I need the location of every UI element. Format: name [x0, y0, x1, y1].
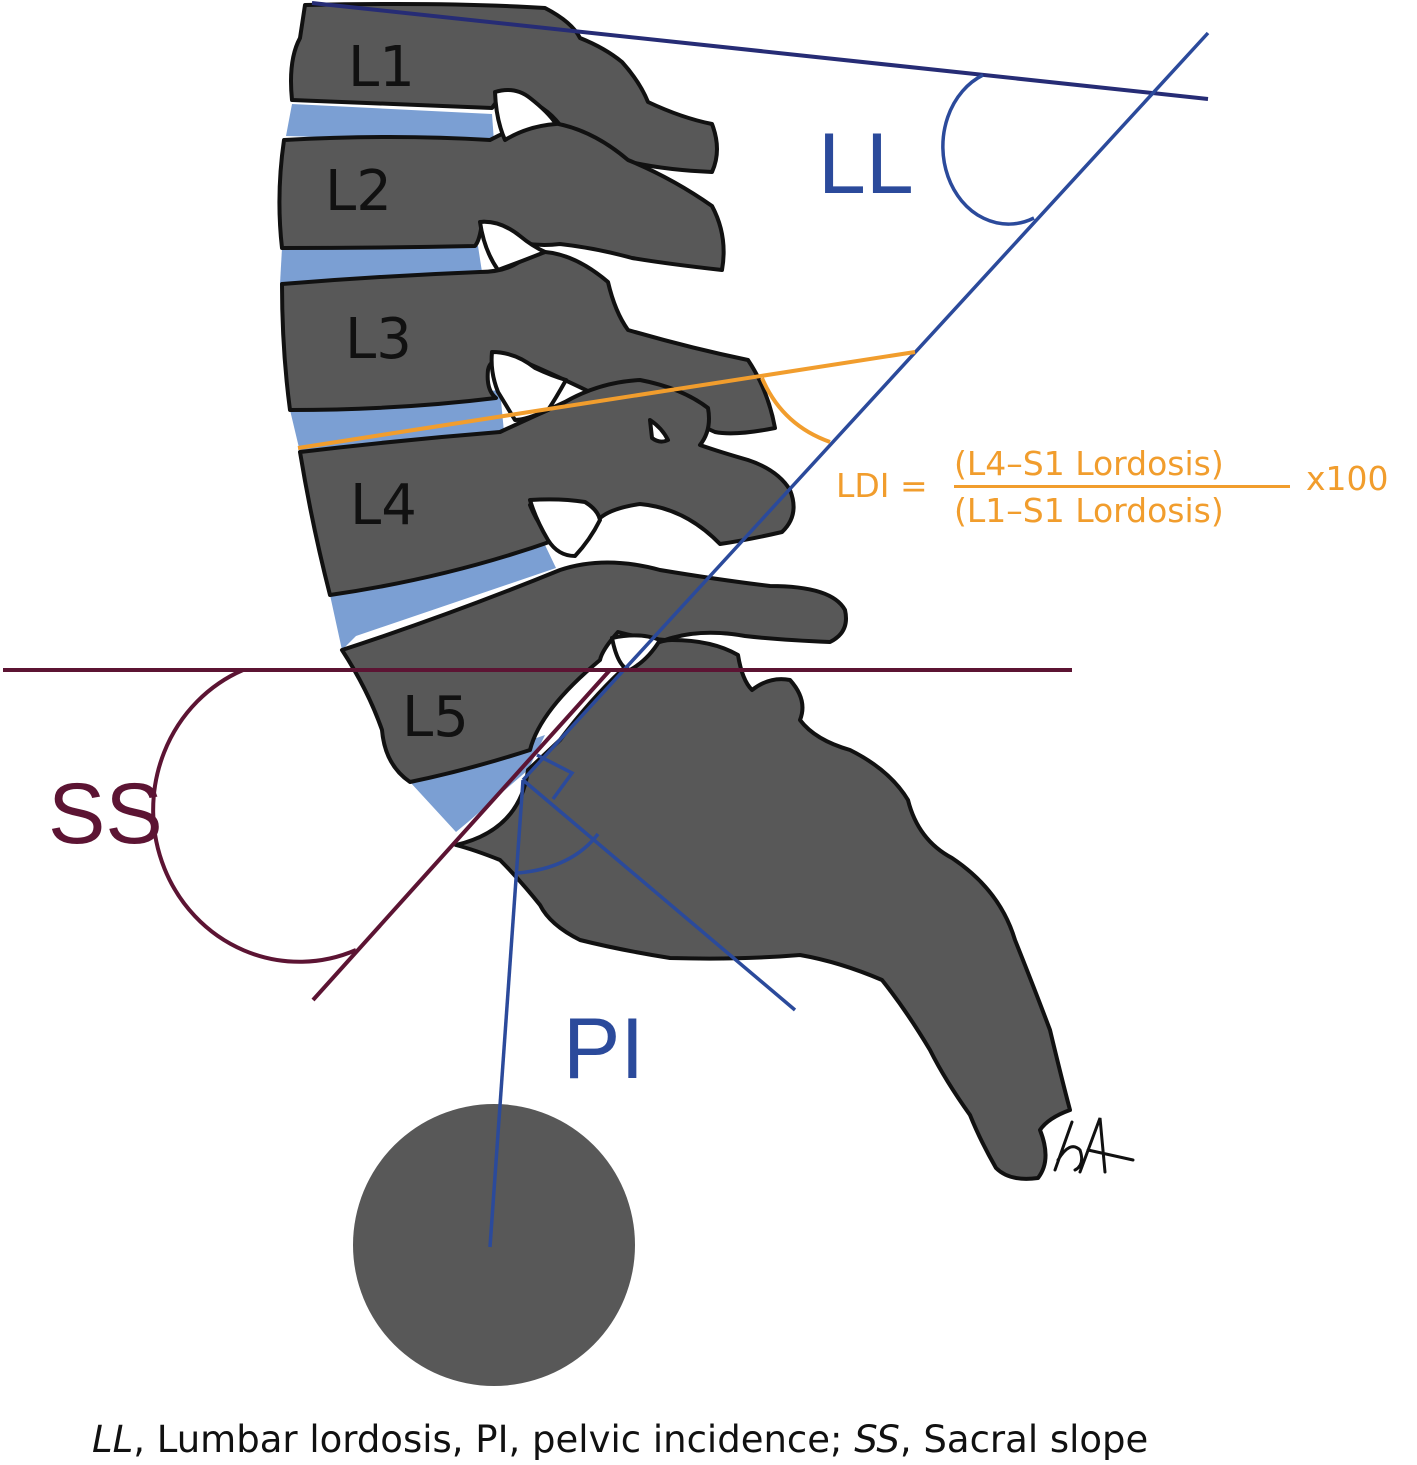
vertebrae [277, 2, 1072, 1181]
disc-l1-l2 [286, 104, 494, 142]
pi-angle-arc [517, 832, 600, 875]
artist-signature [1053, 1117, 1135, 1174]
vertebra-l5 [340, 560, 848, 784]
foramina [478, 88, 670, 672]
caption-ss-text: , Sacral slope [900, 1418, 1148, 1461]
femoral-head [353, 1104, 635, 1386]
sacral-slope-lines [3, 668, 1072, 1002]
disc-l4-l5 [330, 545, 556, 650]
caption-ll-text: , Lumbar lordosis, PI, pelvic incidence; [133, 1418, 854, 1461]
intervertebral-discs [280, 104, 556, 832]
pelvic-incidence-lines [488, 753, 797, 1248]
lumbar-lordosis-lines [311, 1, 1210, 782]
caption-ss-abbr: SS [854, 1418, 900, 1461]
foramen-l1-l2 [493, 88, 558, 142]
foramen-l2-l3 [478, 219, 547, 272]
label-l1: L1 [348, 35, 415, 100]
sacrum [454, 638, 1072, 1181]
label-l2: L2 [325, 159, 392, 224]
formula-lhs: LDI = [836, 466, 928, 505]
femoral-axis-line [488, 779, 525, 1248]
ss-label: SS [48, 766, 163, 862]
label-l4: L4 [350, 473, 417, 538]
disc-l5-s1 [410, 735, 545, 832]
s1-perpendicular-line [521, 31, 1210, 782]
label-l3: L3 [345, 307, 412, 372]
vertebra-l1 [289, 2, 719, 174]
pi-label: PI [563, 1001, 644, 1097]
foramen-l4-l5 [528, 497, 602, 558]
ldi-formula: LDI = (L4–S1 Lordosis) (L1–S1 Lordosis) … [836, 444, 1389, 530]
right-angle-marker [536, 753, 575, 801]
vertebra-labels: L1 L2 L3 L4 L5 [325, 35, 469, 750]
label-l5: L5 [402, 685, 469, 750]
formula-multiplier: x100 [1306, 459, 1389, 498]
formula-denominator: (L1–S1 Lordosis) [954, 491, 1224, 530]
formula-numerator: (L4–S1 Lordosis) [954, 444, 1224, 483]
caption: LL, Lumbar lordosis, PI, pelvic incidenc… [92, 1418, 1148, 1461]
ldi-angle-arc [760, 377, 831, 444]
s1-endplate-line [311, 668, 612, 1002]
endplate-perpendicular-line [521, 778, 797, 1012]
ll-label: LL [818, 116, 914, 212]
caption-ll-abbr: LL [92, 1418, 133, 1461]
ss-angle-arc [151, 668, 357, 964]
ll-angle-arc [941, 73, 1035, 226]
facet-notch-l3 [648, 418, 670, 444]
vertebra-l4 [298, 378, 796, 597]
l4-endplate-line [297, 350, 916, 450]
formula-fraction-bar [954, 485, 1290, 488]
l1-endplate-line [311, 1, 1209, 101]
l4-lordosis-lines [297, 350, 916, 450]
